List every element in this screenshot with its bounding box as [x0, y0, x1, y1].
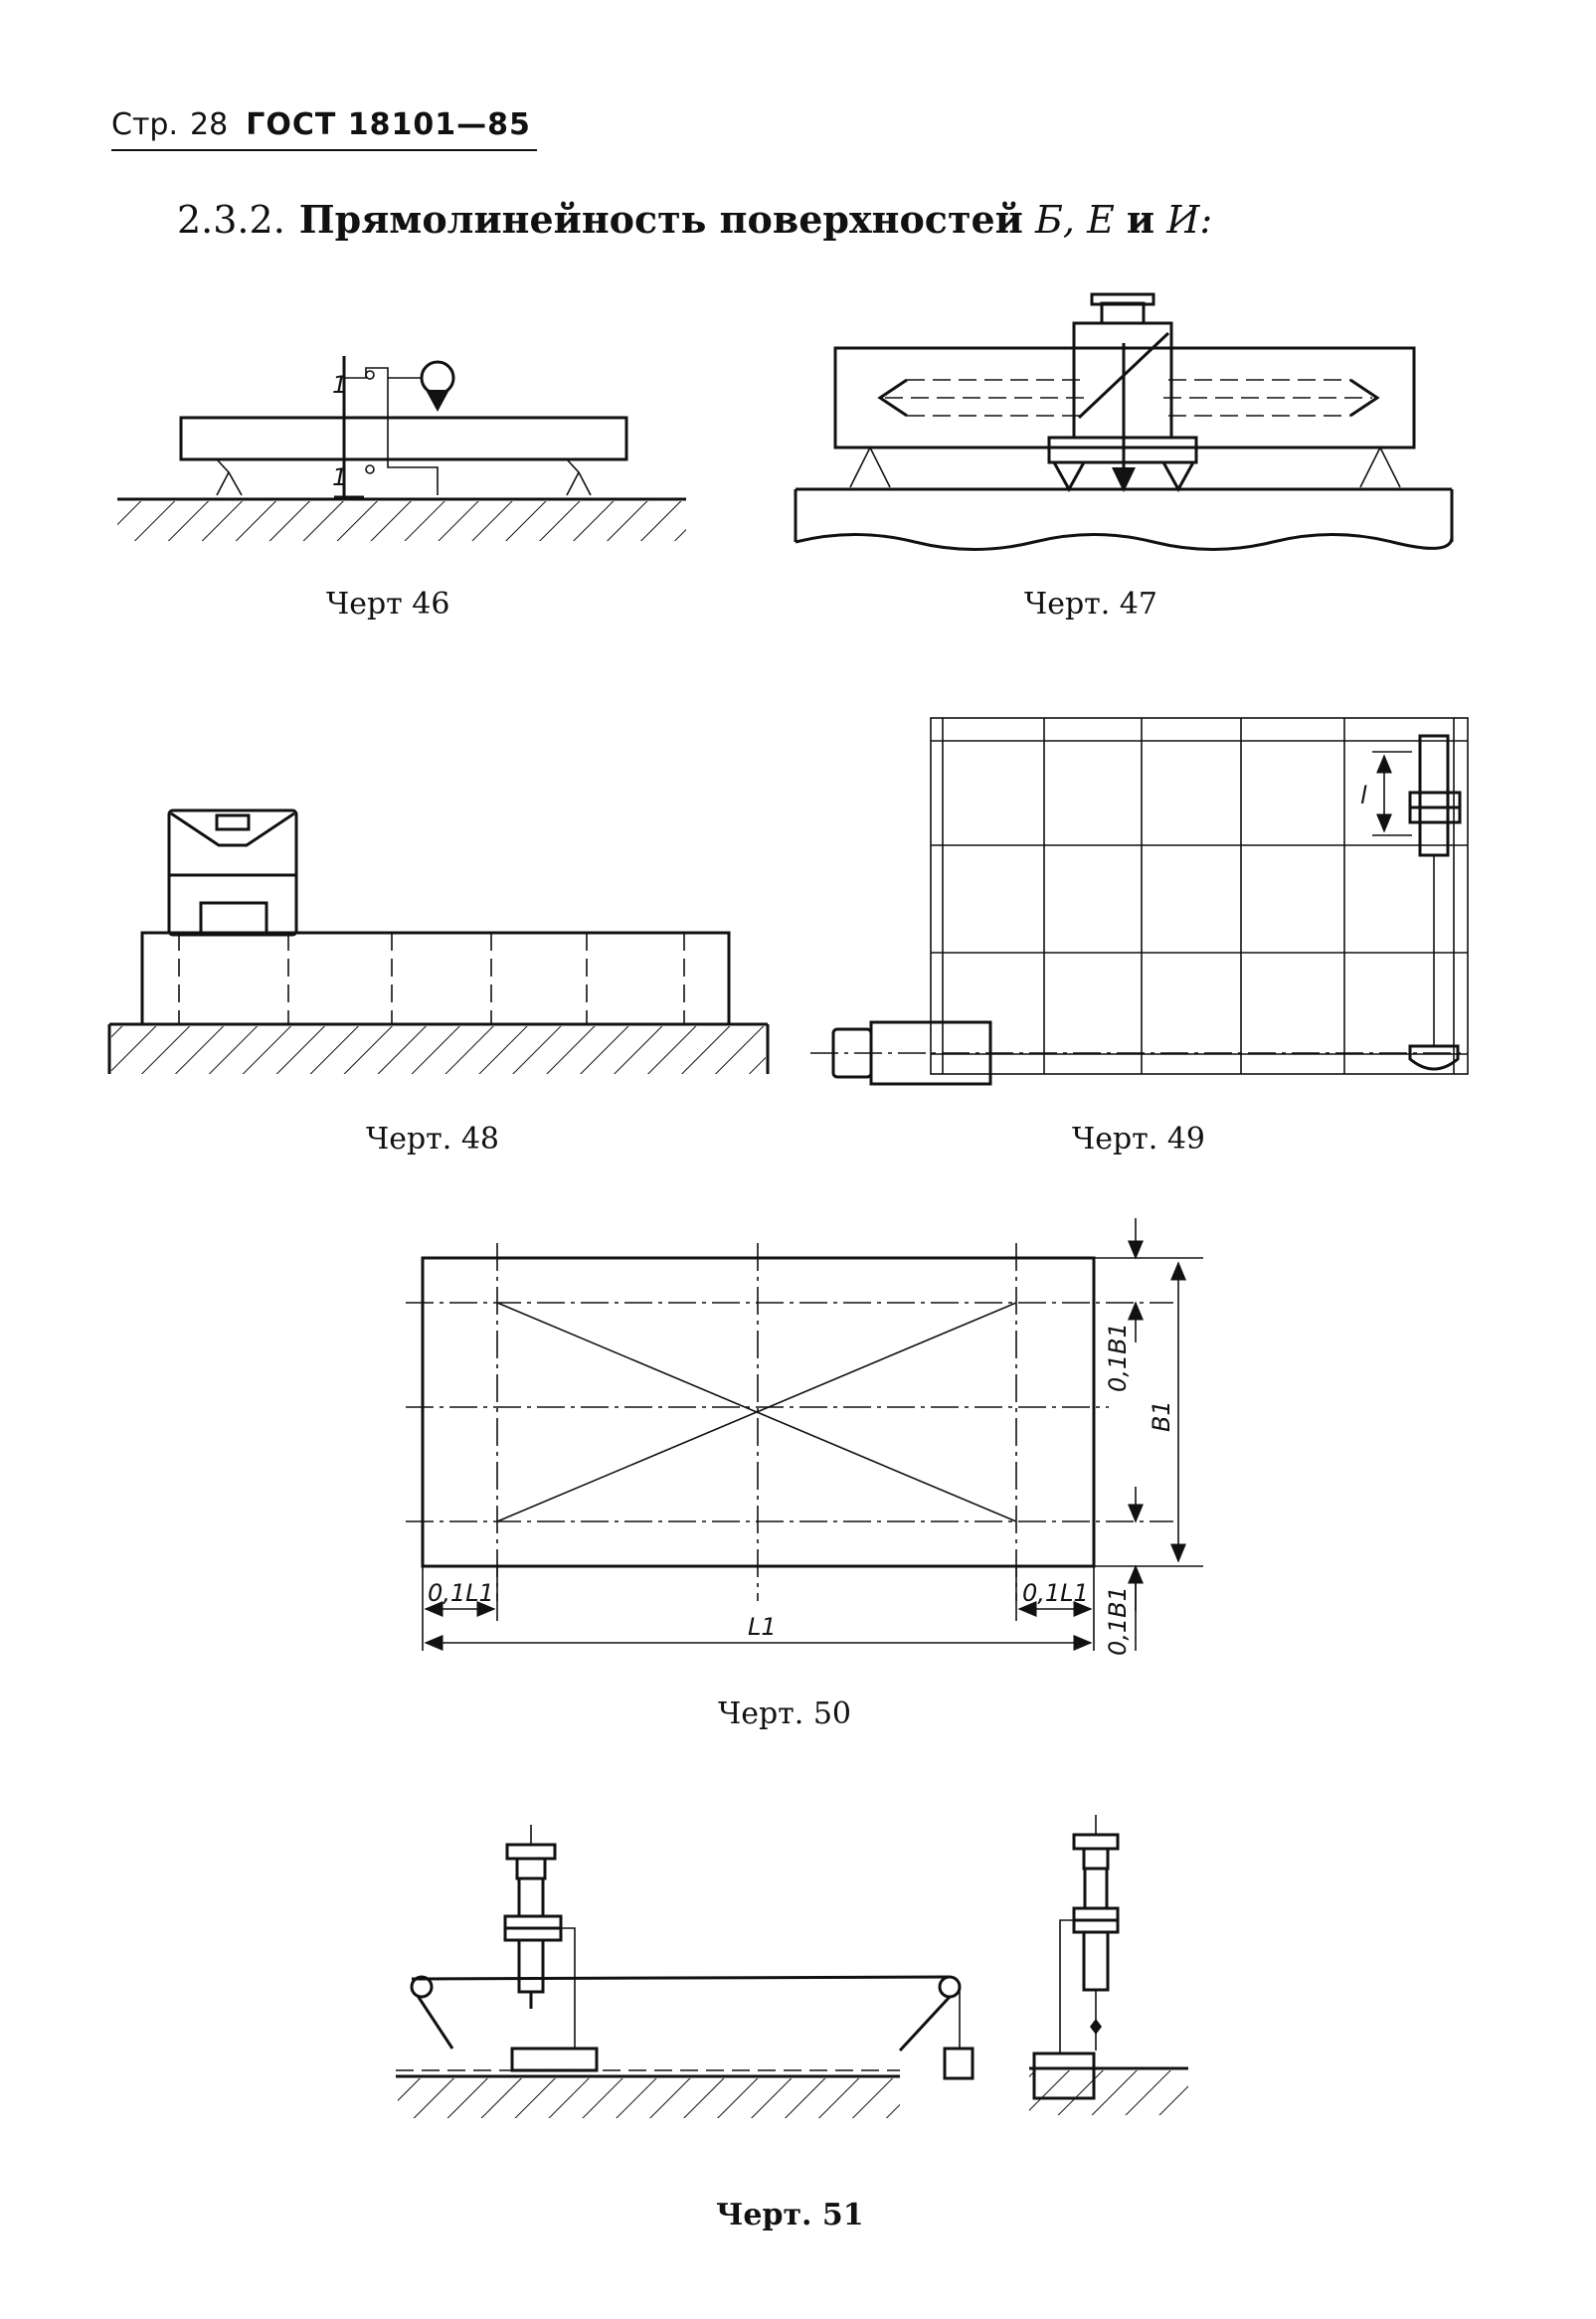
caption-fig49: Черт. 49 [1072, 1122, 1205, 1157]
conjunction: и [1126, 197, 1155, 242]
drawing-fig49: l [810, 717, 1469, 1086]
fig50-height-fraction-top: 0,1B1 [1104, 1323, 1132, 1392]
caption-fig48: Черт. 48 [366, 1122, 499, 1157]
fig46-beam [179, 416, 628, 461]
caption-fig51: Черт. 51 [716, 2198, 864, 2232]
fig50-height: B1 [1148, 1400, 1175, 1432]
fig49-target [1418, 734, 1450, 857]
fig50-height-fraction-bottom: 0,1B1 [1104, 1586, 1132, 1656]
surface-e: Е [1087, 198, 1115, 242]
fig48-level [167, 808, 298, 937]
surface-i: И: [1166, 198, 1213, 242]
fig49-l-label: l [1360, 782, 1367, 809]
section-title-text: Прямолинейность поверхностей [298, 197, 1023, 242]
standard-id: ГОСТ 18101—85 [246, 107, 531, 142]
section-title: 2.3.2.Прямолинейность поверхностей Б, Е … [177, 197, 1212, 242]
fig50-length: L1 [748, 1613, 777, 1641]
page-number: 28 [190, 107, 229, 142]
drawing-fig48 [107, 808, 770, 1074]
fig48-beam [140, 931, 731, 1026]
drawing-fig50: 0,1B1 B1 0,1B1 0,1L1 0,1L1 L1 [406, 1218, 1203, 1656]
drawing-fig46: 1 1 [117, 356, 686, 541]
page-header: Стр. 28 ГОСТ 18101—85 [111, 107, 531, 142]
svg-text:1: 1 [332, 463, 347, 491]
section-number: 2.3.2. [177, 198, 285, 242]
fig51-weight [943, 2047, 975, 2080]
header-rule [111, 149, 537, 151]
drawing-fig47 [794, 292, 1454, 551]
fig51-indicator [517, 1876, 545, 1918]
caption-fig50: Черт. 50 [718, 1696, 851, 1731]
surface-b: Б, [1034, 198, 1075, 242]
fig49-grid [930, 717, 1469, 1075]
drawing-fig51 [396, 1815, 1188, 2118]
caption-fig46: Черт 46 [326, 587, 450, 622]
fig46-indicator [420, 360, 455, 396]
fig51-string [411, 1975, 951, 1981]
caption-fig47: Черт. 47 [1024, 587, 1157, 622]
fig50-width-fraction-right: 0,1L1 [1022, 1579, 1089, 1607]
svg-text:1: 1 [332, 371, 347, 399]
page-label: Стр. [111, 107, 179, 142]
fig50-width-fraction-left: 0,1L1 [428, 1579, 494, 1607]
